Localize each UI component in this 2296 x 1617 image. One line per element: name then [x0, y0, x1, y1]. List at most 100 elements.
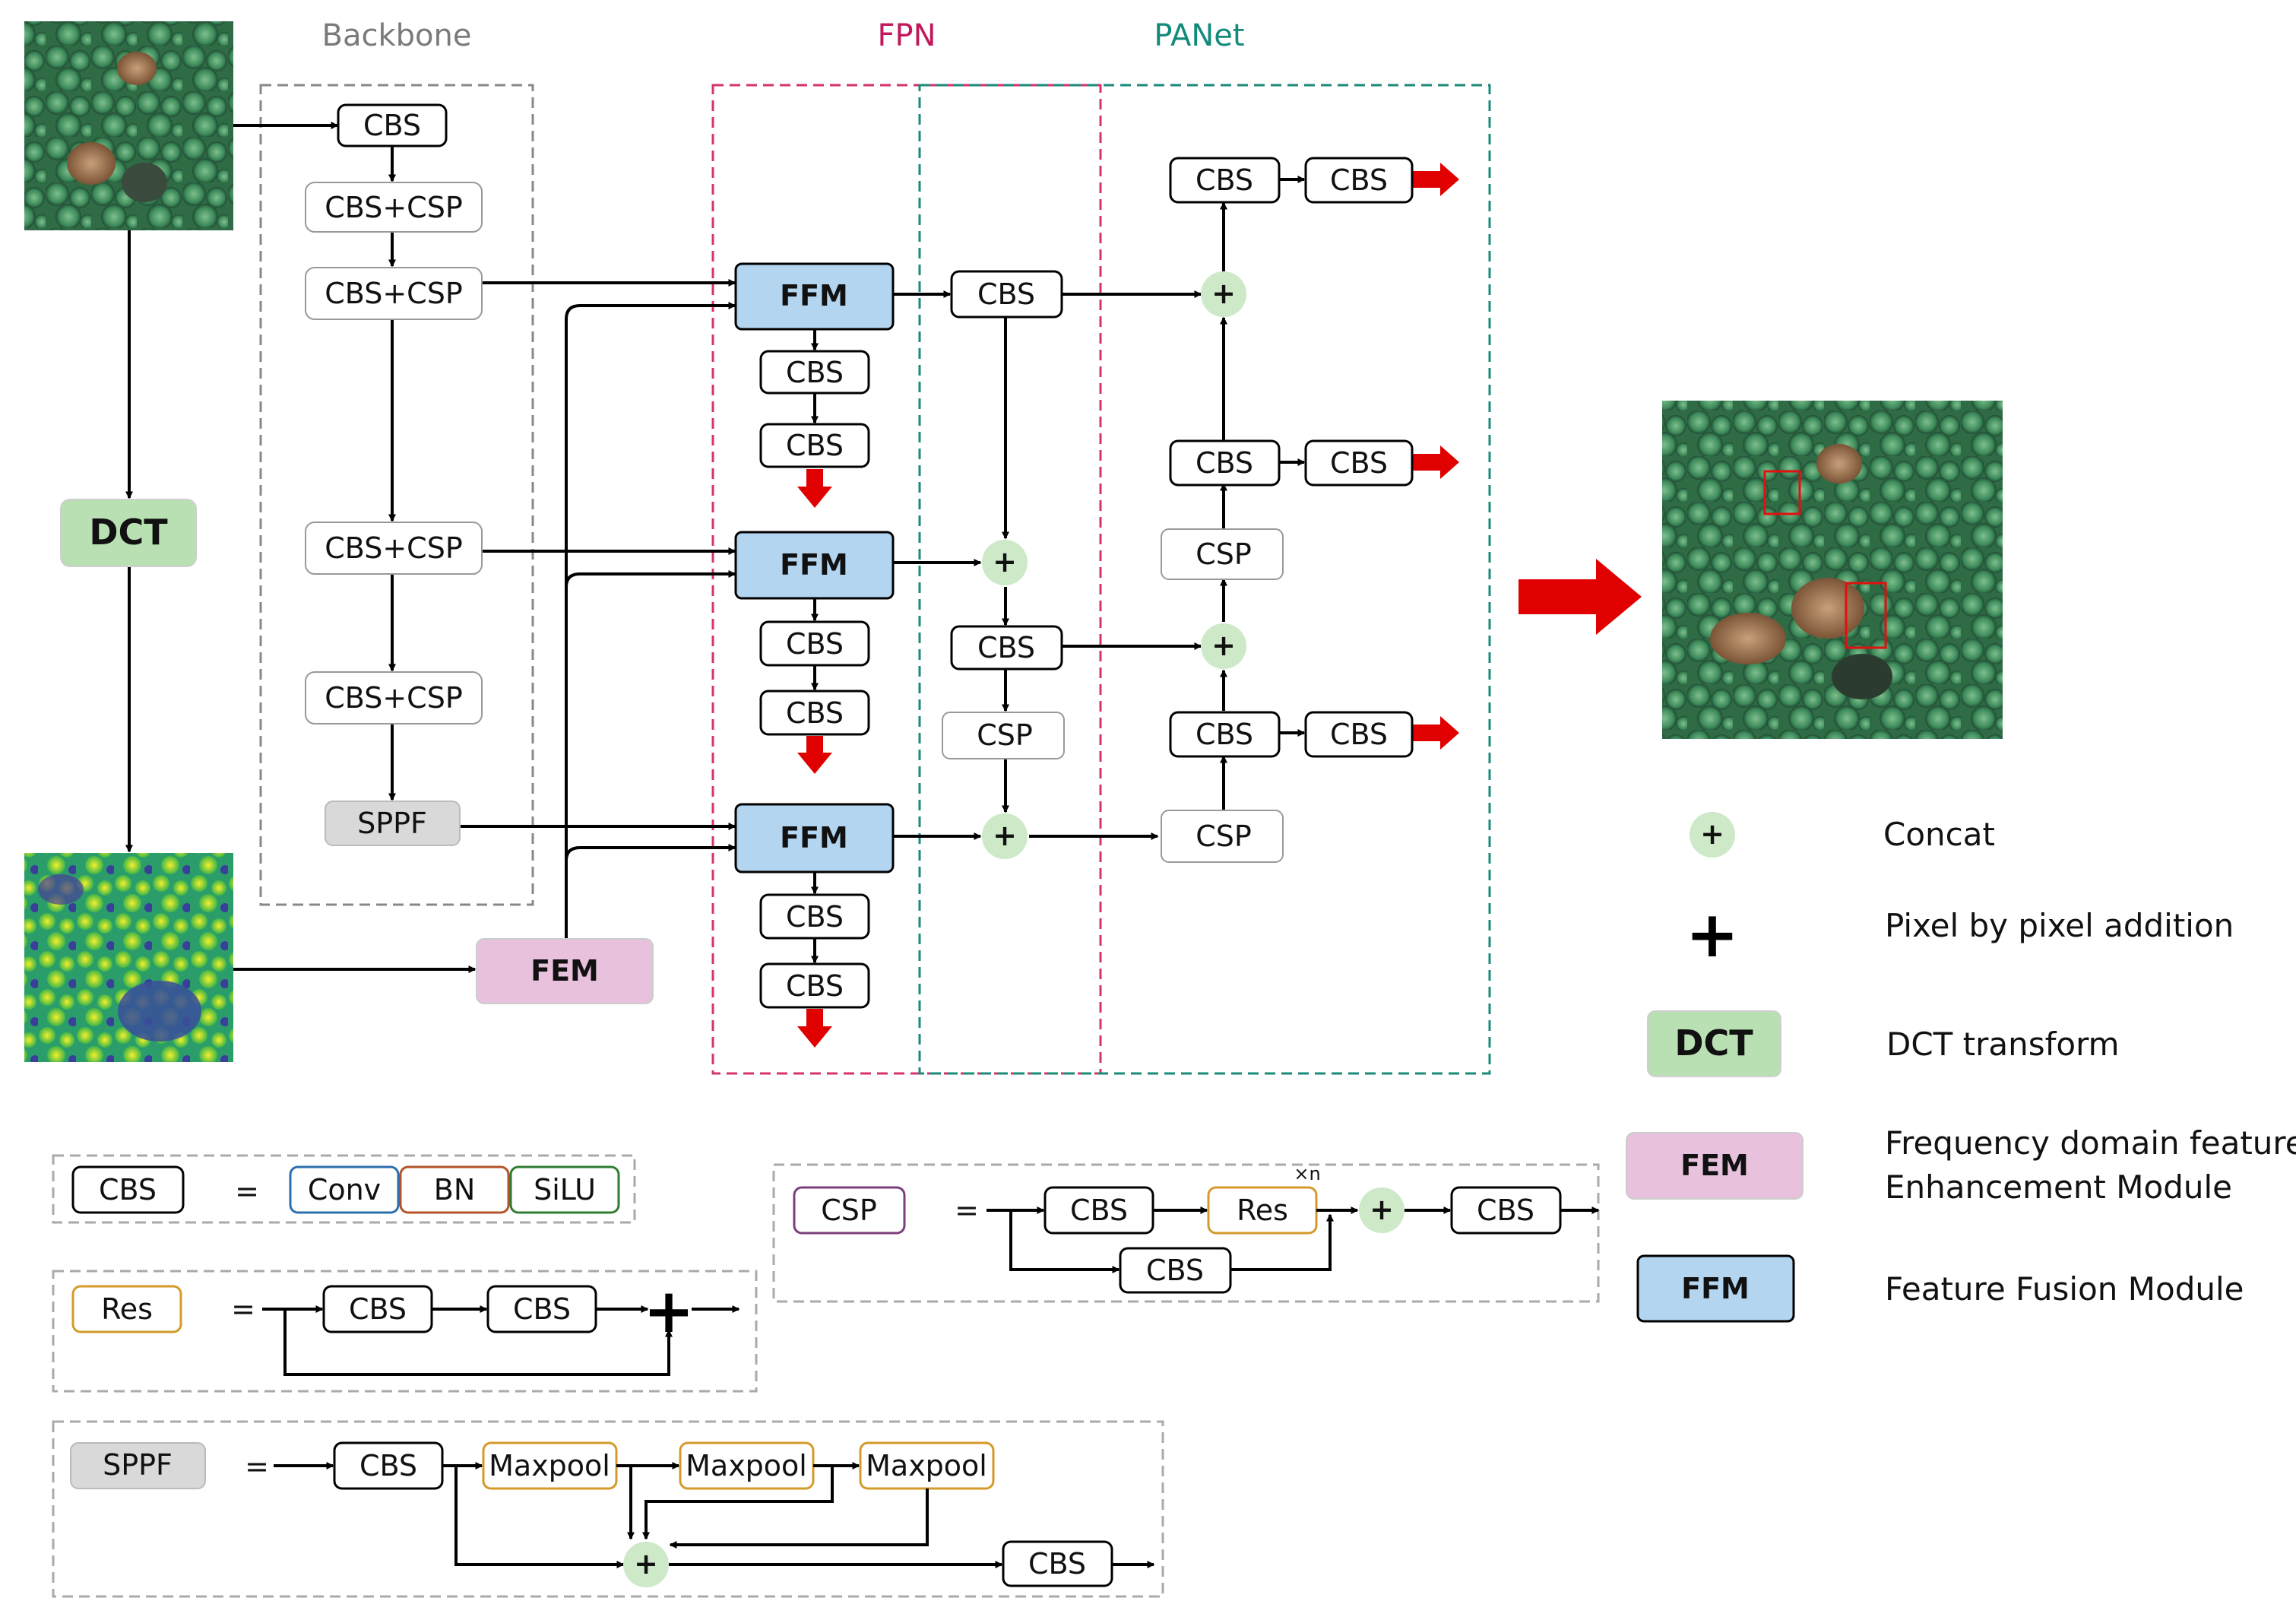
- legend-ffm: FFM Feature Fusion Module: [1636, 1254, 2244, 1323]
- svg-text:CBS: CBS: [786, 969, 844, 1003]
- svg-text:CBS: CBS: [1477, 1194, 1534, 1227]
- svg-text:CBS+CSP: CBS+CSP: [325, 277, 462, 310]
- svg-text:CBS: CBS: [1196, 163, 1253, 197]
- ffm-1: FFM: [734, 262, 895, 331]
- legend: + Concat + Pixel by pixel addition DCT D…: [1626, 812, 2296, 1323]
- svg-text:Maxpool: Maxpool: [686, 1449, 807, 1482]
- svg-text:+: +: [993, 545, 1017, 579]
- svg-text:×n: ×n: [1294, 1163, 1320, 1184]
- input-image: [24, 21, 233, 230]
- fpn-cbs-2b: CBS: [759, 690, 870, 736]
- svg-text:CBS: CBS: [786, 696, 844, 730]
- def-sppf: SPPF = CBS Maxpool Maxpool Maxpool + CBS: [52, 1420, 1164, 1598]
- fem-box: FEM: [476, 938, 654, 1004]
- output-arrow: [1412, 716, 1459, 750]
- svg-text:DCT transform: DCT transform: [1886, 1026, 2120, 1063]
- svg-text:FEM: FEM: [530, 954, 599, 988]
- svg-text:CSP: CSP: [1196, 537, 1252, 571]
- detection-box: [1845, 582, 1887, 649]
- def-res: Res = CBS CBS +: [52, 1270, 758, 1393]
- svg-text:Res: Res: [101, 1292, 153, 1326]
- svg-text:=: =: [955, 1194, 979, 1227]
- output-arrow: [797, 469, 832, 508]
- svg-text:+: +: [634, 1547, 658, 1581]
- fpn-cbs-1b: CBS: [759, 423, 870, 468]
- out1-cbs-b: CBS: [1304, 157, 1414, 204]
- svg-text:Feature Fusion Module: Feature Fusion Module: [1885, 1270, 2244, 1308]
- svg-text:CBS: CBS: [363, 109, 421, 142]
- backbone-cbs: CBS: [337, 103, 448, 147]
- svg-text:SiLU: SiLU: [534, 1173, 596, 1206]
- fpn-cbs-3b: CBS: [759, 962, 870, 1009]
- svg-text:Pixel by pixel addition: Pixel by pixel addition: [1885, 907, 2234, 944]
- def-csp: CSP = CBS Res ×n CBS + CBS: [772, 1163, 1600, 1303]
- svg-text:CBS: CBS: [513, 1292, 571, 1326]
- svg-text:+: +: [993, 819, 1017, 852]
- fpn-title: FPN: [877, 18, 936, 53]
- svg-text:CBS: CBS: [1146, 1254, 1204, 1287]
- panet-csp-mid: CSP: [942, 712, 1065, 759]
- svg-text:CBS: CBS: [1330, 718, 1388, 751]
- fpn-cbs-1a: CBS: [759, 350, 870, 395]
- backbone-frame: [259, 84, 534, 906]
- legend-fem: FEM Frequency domain feature Enhancement…: [1626, 1124, 2296, 1206]
- out2-cbs-a: CBS: [1169, 439, 1281, 487]
- svg-text:CBS: CBS: [1330, 446, 1388, 480]
- svg-text:+: +: [1370, 1193, 1394, 1226]
- svg-text:SPPF: SPPF: [357, 807, 427, 840]
- backbone-sppf: SPPF: [325, 801, 461, 846]
- svg-text:CSP: CSP: [977, 718, 1033, 752]
- ffm-3: FFM: [734, 803, 895, 873]
- csp-r2: CSP: [1161, 810, 1284, 863]
- svg-text:CSP: CSP: [1196, 820, 1252, 853]
- output-arrow: [1412, 163, 1459, 196]
- svg-text:Conv: Conv: [308, 1173, 381, 1206]
- svg-text:CBS: CBS: [349, 1292, 407, 1326]
- panet-cbs-top: CBS: [950, 270, 1063, 319]
- svg-text:CBS+CSP: CBS+CSP: [325, 681, 462, 715]
- svg-text:=: =: [245, 1450, 269, 1483]
- svg-text:Enhancement Module: Enhancement Module: [1885, 1168, 2232, 1206]
- output-arrow: [797, 1009, 832, 1048]
- svg-text:Res: Res: [1237, 1194, 1288, 1227]
- fpn-frame: [711, 84, 1102, 1075]
- output-arrow: [797, 736, 832, 774]
- svg-text:CBS+CSP: CBS+CSP: [325, 531, 462, 565]
- backbone-cbs-csp-3: CBS+CSP: [305, 522, 483, 575]
- svg-text:CBS: CBS: [977, 277, 1035, 311]
- svg-text:CSP: CSP: [821, 1194, 877, 1227]
- svg-text:CBS: CBS: [359, 1449, 417, 1482]
- svg-text:CBS+CSP: CBS+CSP: [325, 191, 462, 224]
- svg-text:DCT: DCT: [1674, 1023, 1753, 1064]
- backbone-cbs-csp-1: CBS+CSP: [305, 182, 483, 233]
- svg-text:=: =: [231, 1292, 255, 1326]
- def-cbs: CBS = Conv BN SiLU: [52, 1154, 636, 1224]
- svg-text:Maxpool: Maxpool: [866, 1449, 987, 1482]
- csp-r1: CSP: [1161, 528, 1284, 580]
- backbone-cbs-csp-2: CBS+CSP: [305, 267, 483, 320]
- svg-text:+: +: [1211, 629, 1236, 662]
- output-arrow: [1412, 445, 1459, 479]
- svg-text:DCT: DCT: [89, 512, 168, 553]
- svg-text:CBS: CBS: [786, 627, 844, 661]
- fpn-cbs-2a: CBS: [759, 620, 870, 667]
- svg-text:CBS: CBS: [1196, 446, 1253, 480]
- svg-text:CBS: CBS: [1028, 1547, 1086, 1581]
- svg-text:+: +: [1700, 817, 1724, 851]
- svg-text:+: +: [643, 1276, 694, 1346]
- out1-cbs-a: CBS: [1169, 157, 1281, 204]
- svg-text:+: +: [1211, 277, 1236, 310]
- svg-text:Concat: Concat: [1883, 816, 1995, 853]
- svg-text:CBS: CBS: [786, 356, 844, 389]
- ffm-2: FFM: [734, 531, 895, 600]
- svg-text:+: +: [1686, 897, 1739, 972]
- output-arrows: [797, 163, 1642, 1048]
- svg-text:FFM: FFM: [780, 279, 848, 312]
- svg-text:Maxpool: Maxpool: [489, 1449, 610, 1482]
- svg-text:FFM: FFM: [1681, 1272, 1750, 1305]
- panet-cbs-mid: CBS: [950, 625, 1063, 671]
- svg-text:Frequency domain feature: Frequency domain feature: [1885, 1124, 2296, 1162]
- svg-text:=: =: [235, 1175, 259, 1208]
- svg-text:CBS: CBS: [1196, 718, 1253, 751]
